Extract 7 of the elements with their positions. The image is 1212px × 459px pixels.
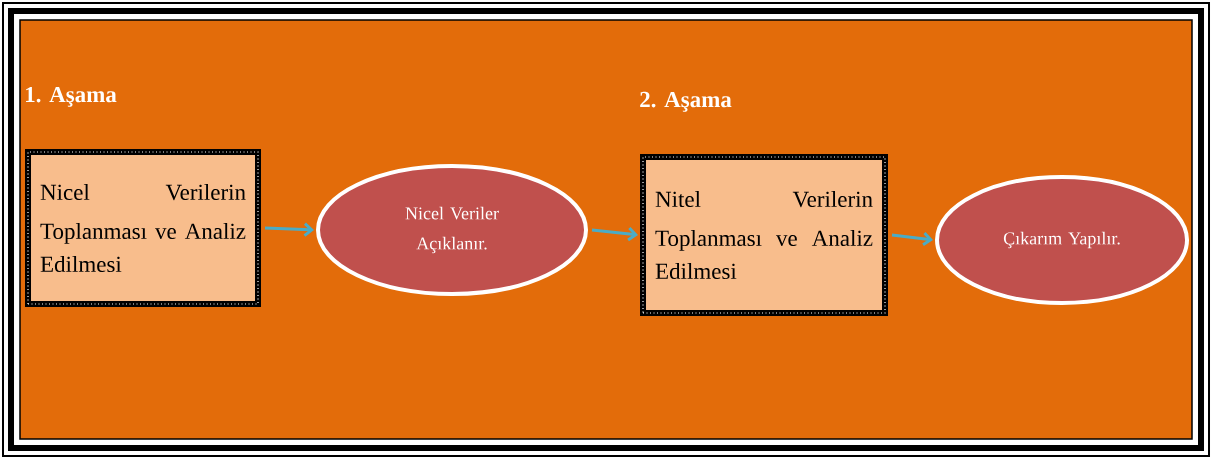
- stage-heading: 2. Aşama: [640, 91, 732, 112]
- arrow: [891, 231, 933, 247]
- process-box: Nitel Verilerin Toplanması ve Analiz Edilmesi: [640, 154, 888, 316]
- stage-heading: 1. Aşama: [26, 86, 117, 107]
- process-box: Nicel Verilerin Toplanması ve Analiz Edilmesi: [25, 149, 261, 307]
- arrow: [591, 227, 638, 242]
- arrow: [264, 222, 314, 237]
